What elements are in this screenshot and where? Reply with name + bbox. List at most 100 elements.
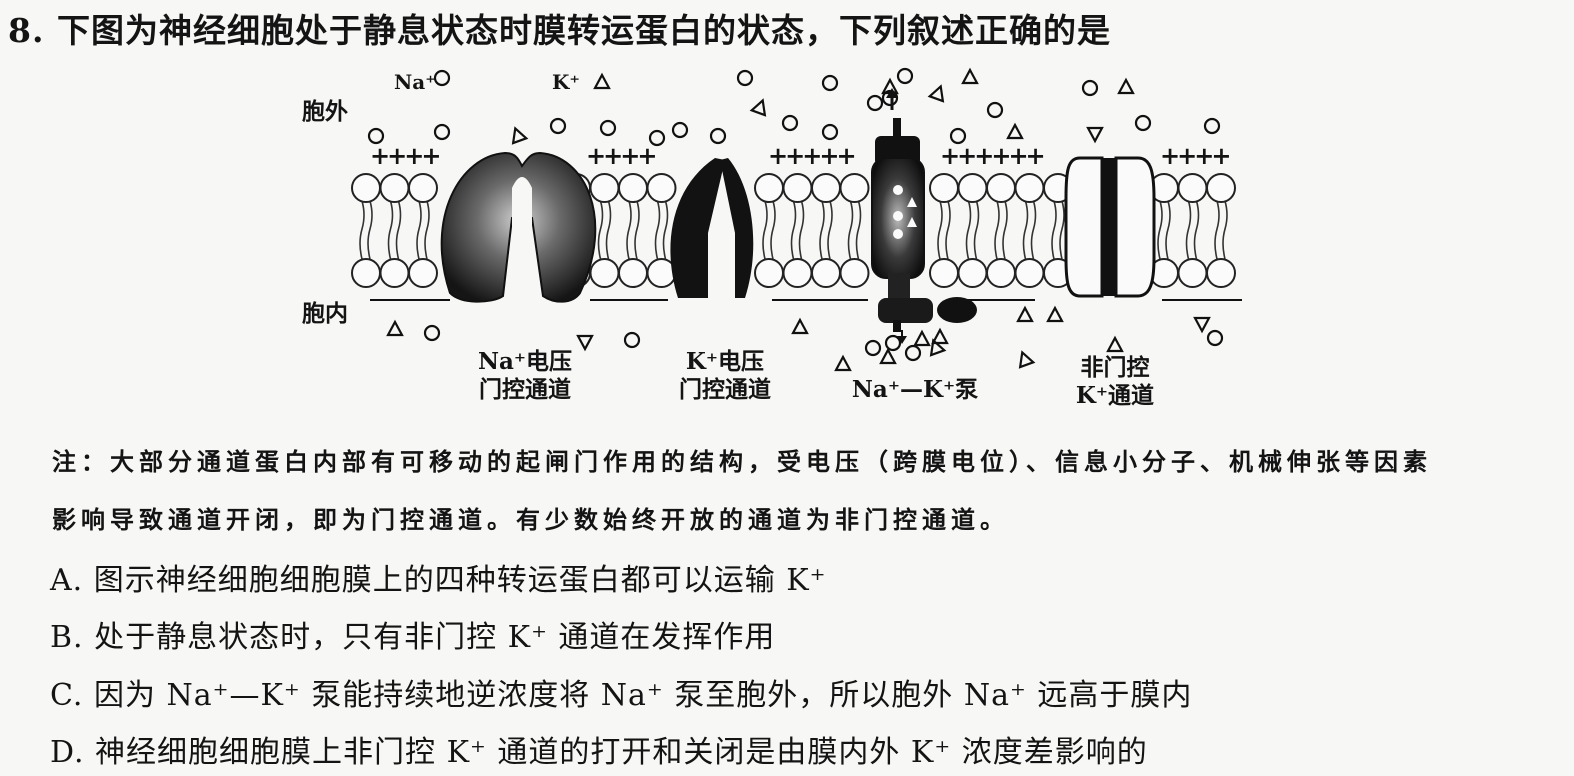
na-ion-marker bbox=[949, 127, 967, 145]
lipid-tail bbox=[762, 200, 768, 260]
na-channel-caption-line2: 门控通道 bbox=[479, 375, 571, 403]
lipid-head bbox=[957, 258, 988, 288]
na-ion-marker bbox=[1081, 79, 1099, 97]
lipid-tail bbox=[790, 200, 797, 260]
lipid-head bbox=[379, 258, 410, 288]
lipid-tail bbox=[395, 200, 402, 260]
non-gated-caption-line1: 非门控 bbox=[1080, 354, 1150, 381]
lipid-head bbox=[929, 173, 959, 203]
k-ion-marker bbox=[593, 72, 611, 90]
na-ion-marker bbox=[821, 74, 839, 92]
option-b: B. 处于静息状态时，只有非门控 K⁺ 通道在发挥作用 bbox=[50, 620, 776, 655]
na-ion-marker bbox=[433, 69, 451, 87]
option-d: D. 神经细胞细胞膜上非门控 K⁺ 通道的打开和关闭是由膜内外 K⁺ 浓度差影响… bbox=[50, 735, 1148, 770]
k-ion-marker bbox=[1106, 335, 1124, 353]
lipid-tail bbox=[424, 200, 430, 260]
na-ion-marker bbox=[736, 69, 754, 87]
lipid-tail bbox=[937, 200, 943, 260]
lipid-head bbox=[986, 173, 1016, 203]
k-ion-legend-label: K⁺ bbox=[552, 70, 580, 94]
lipid-tail bbox=[654, 200, 661, 260]
na-ion-marker bbox=[821, 123, 839, 141]
lipid-tail bbox=[973, 200, 980, 260]
lipid-tail bbox=[965, 200, 972, 260]
lipid-tail bbox=[626, 200, 632, 260]
lipid-tail bbox=[994, 200, 1000, 260]
lipid-head bbox=[351, 258, 381, 288]
na-ion-marker bbox=[433, 123, 451, 141]
k-ion-marker bbox=[1046, 305, 1064, 323]
lipid-tail bbox=[827, 200, 833, 260]
inside-label: 胞内 bbox=[302, 300, 348, 327]
lipid-head bbox=[351, 173, 381, 203]
k-ion-in-pump bbox=[907, 217, 917, 227]
lipid-head bbox=[811, 258, 841, 288]
k-ion-marker bbox=[1006, 122, 1024, 140]
na-ion-marker bbox=[623, 331, 641, 349]
non-gated-caption-line2: K⁺通道 bbox=[1075, 381, 1155, 409]
lipid-tail bbox=[662, 200, 669, 260]
lipid-tail bbox=[1022, 200, 1029, 260]
na-ion-marker bbox=[986, 101, 1004, 119]
k-ion-marker bbox=[386, 319, 404, 337]
k-voltage-gated-channel bbox=[670, 158, 754, 298]
membrane-figure: 胞外 胞内 Na⁺ K⁺ Na⁺电压 门控通道 K⁺电压 门控通道 Na⁺—K⁺… bbox=[290, 58, 1290, 418]
na-ion-marker bbox=[904, 344, 922, 362]
lipid-head bbox=[782, 258, 813, 288]
lipid-head bbox=[839, 258, 870, 288]
na-ion-marker bbox=[896, 67, 914, 85]
k-ion-marker bbox=[913, 329, 931, 347]
lipid-tail bbox=[387, 200, 394, 260]
na-ion-marker bbox=[884, 334, 902, 352]
na-voltage-gated-channel bbox=[440, 151, 597, 303]
na-ion-marker bbox=[671, 121, 689, 139]
lipid-head bbox=[754, 173, 784, 203]
lipid-head bbox=[811, 173, 841, 203]
lipid-head bbox=[589, 258, 620, 288]
lipid-head bbox=[1177, 258, 1208, 288]
lipid-tail bbox=[605, 200, 612, 260]
na-channel-caption-line1: Na⁺电压 bbox=[477, 348, 573, 375]
lipid-tail bbox=[359, 200, 365, 260]
note-line-2: 影响导致通道开闭，即为门控通道。有少数始终开放的通道为非门控通道。 bbox=[52, 505, 1009, 534]
lipid-head bbox=[1014, 173, 1045, 203]
lipid-head bbox=[408, 173, 438, 203]
na-ion-marker bbox=[423, 324, 441, 342]
lipid-head bbox=[986, 258, 1016, 288]
k-ion-marker bbox=[1016, 305, 1034, 323]
lipid-head bbox=[408, 258, 438, 288]
k-channel-caption: K⁺电压 门控通道 bbox=[660, 348, 790, 403]
k-ion-marker bbox=[1117, 77, 1135, 95]
k-ion-marker bbox=[791, 317, 809, 335]
pump-direction-arrows bbox=[886, 88, 907, 344]
membrane-diagram bbox=[351, 67, 1242, 372]
plus-signs-2: ++++ bbox=[586, 141, 657, 170]
lipid-head bbox=[379, 173, 410, 203]
lipid-head bbox=[646, 173, 677, 203]
k-ion-marker bbox=[834, 354, 852, 372]
lipid-head bbox=[1206, 258, 1236, 288]
lipid-head bbox=[589, 173, 620, 203]
lipid-tail bbox=[855, 200, 862, 260]
lipid-head bbox=[839, 173, 870, 203]
na-ion-marker bbox=[599, 119, 617, 137]
k-ion-marker bbox=[1193, 316, 1211, 334]
lipid-tail bbox=[819, 200, 825, 260]
lipid-tail bbox=[1051, 200, 1057, 260]
na-ion-marker bbox=[1206, 329, 1224, 347]
k-ion-marker bbox=[879, 347, 897, 365]
lipid-head bbox=[782, 173, 813, 203]
na-ion-marker bbox=[367, 127, 385, 145]
k-channel-caption-line2: 门控通道 bbox=[679, 375, 771, 403]
lipid-tail bbox=[1059, 200, 1065, 260]
lipid-tail bbox=[1185, 200, 1192, 260]
plus-signs-1: ++++ bbox=[370, 141, 441, 170]
lipid-bilayer bbox=[351, 173, 1236, 288]
na-ion-marker bbox=[781, 114, 799, 132]
plus-signs-3: +++++ bbox=[768, 141, 857, 170]
k-ion-marker bbox=[931, 327, 949, 345]
lipid-head bbox=[1206, 173, 1236, 203]
lipid-tail bbox=[1214, 200, 1220, 260]
lipid-head bbox=[618, 173, 648, 203]
na-ion-marker bbox=[648, 129, 666, 147]
